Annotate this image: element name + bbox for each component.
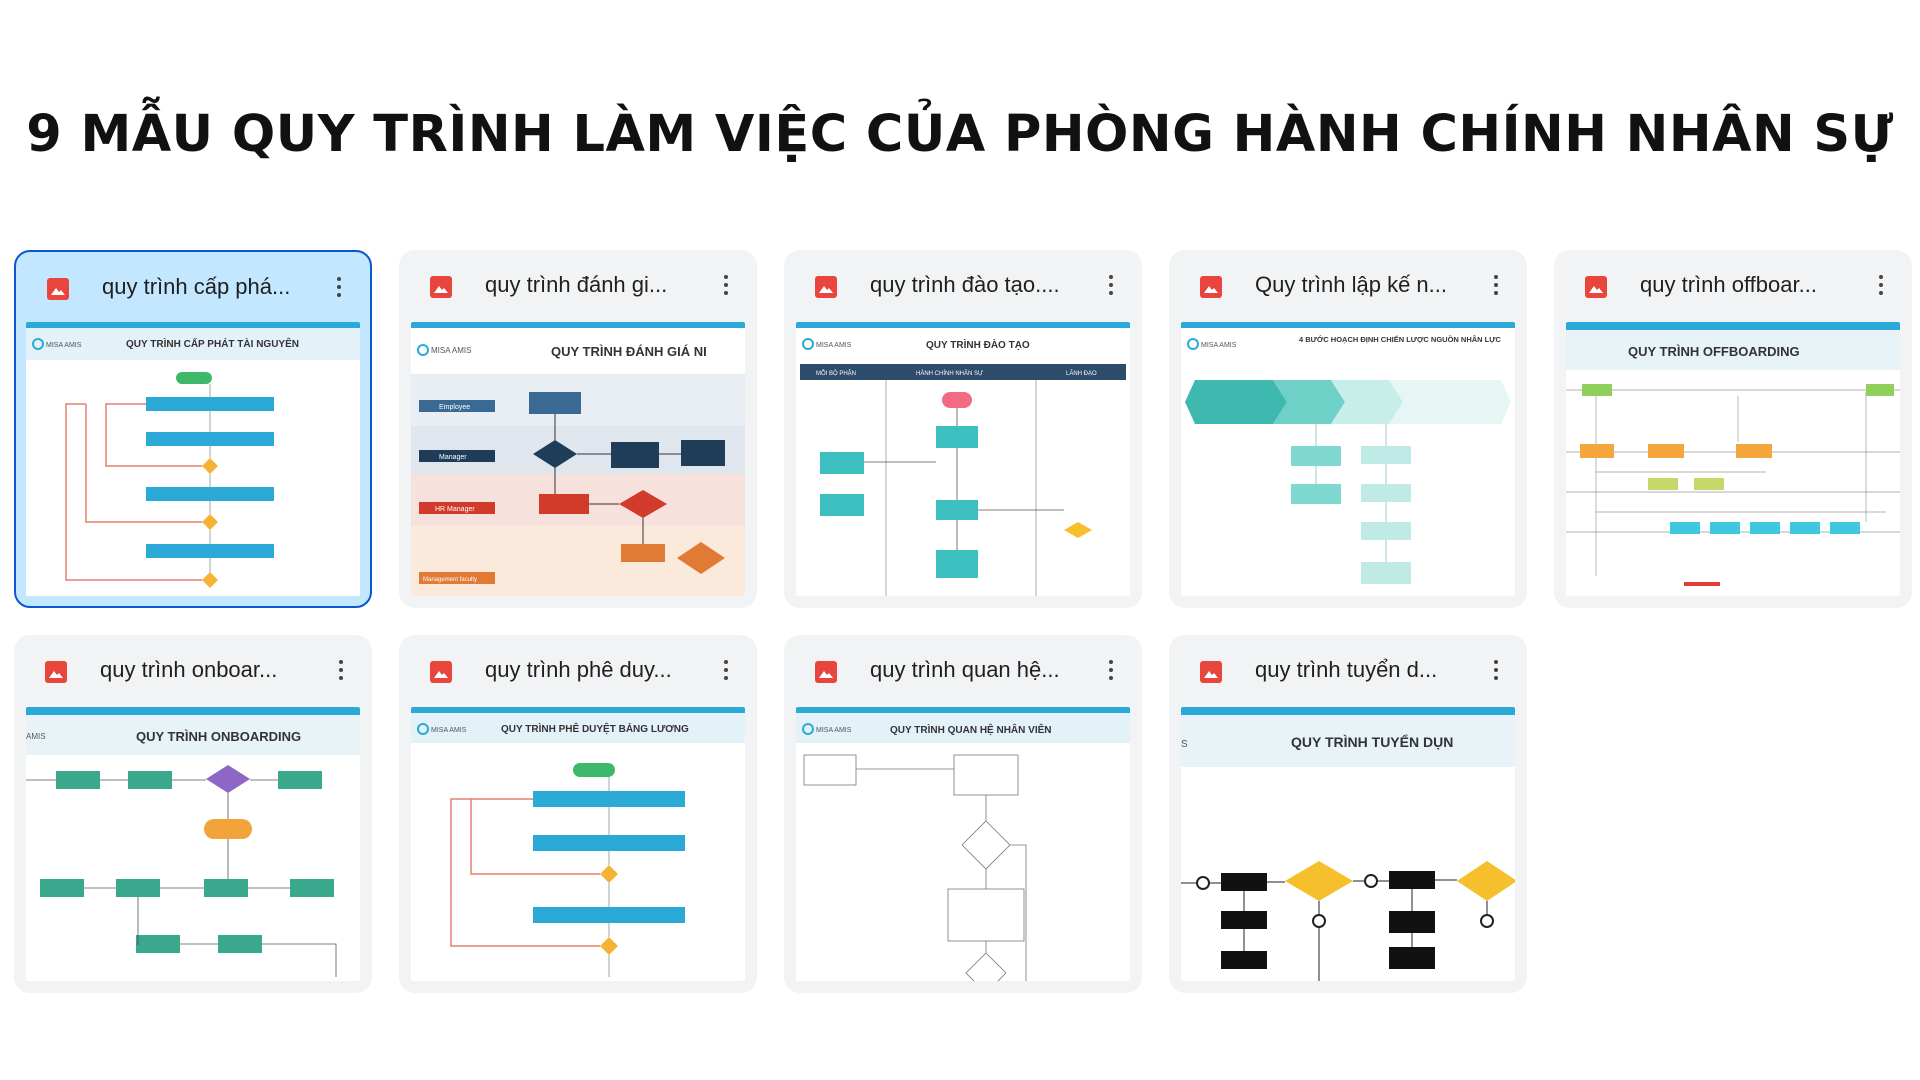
file-thumbnail[interactable]: AMIS QUY TRÌNH ONBOARDING [26,707,360,981]
image-icon [1585,276,1607,298]
file-card-phe-duyet[interactable]: quy trình phê duy... MISA AMIS QUY TRÌNH… [399,635,757,993]
more-options-icon[interactable] [1491,657,1501,685]
more-options-icon[interactable] [1106,657,1116,685]
image-icon [45,661,67,683]
file-name[interactable]: quy trình tuyển d... [1255,657,1438,682]
page-title: 9 MẪU QUY TRÌNH LÀM VIỆC CỦA PHÒNG HÀNH … [26,105,1894,164]
column-header: LÃNH ĐẠO [1066,370,1097,377]
more-options-icon[interactable] [336,657,346,685]
column-header: HÀNH CHÍNH NHÂN SỰ [916,370,983,377]
image-icon [1200,276,1222,298]
more-options-icon[interactable] [1876,272,1886,300]
thumb-heading: QUY TRÌNH ĐÁNH GIÁ NI [551,344,707,359]
file-card-header: quy trình offboar... [1554,250,1912,322]
file-card-header: quy trình quan hệ... [784,635,1142,707]
file-grid: quy trình cấp phá... MISA AMIS QUY TRÌNH… [14,250,1914,1000]
thumb-heading: QUY TRÌNH OFFBOARDING [1628,344,1800,359]
file-name[interactable]: quy trình phê duy... [485,657,672,682]
file-card-header: quy trình tuyển d... [1169,635,1527,707]
lane-label: HR Manager [435,506,475,513]
file-card-quan-he[interactable]: quy trình quan hệ... MISA AMIS QUY TRÌNH… [784,635,1142,993]
file-name[interactable]: quy trình quan hệ... [870,657,1060,682]
image-icon [1200,661,1222,683]
thumb-brand: S [1181,739,1188,750]
more-options-icon[interactable] [721,657,731,685]
column-header: MỖI BỘ PHẬN [816,370,856,377]
thumb-brand: MISA AMIS [816,727,852,734]
lane-label: Management faculty [423,577,477,583]
file-name[interactable]: Quy trình lập kế n... [1255,272,1447,297]
file-card-header: quy trình cấp phá... [16,252,370,324]
image-icon [47,278,69,300]
file-card-danh-gia[interactable]: quy trình đánh gi... MISA AMIS QUY TRÌNH… [399,250,757,608]
file-thumbnail[interactable]: QUY TRÌNH OFFBOARDING [1566,322,1900,596]
more-options-icon[interactable] [1491,272,1501,300]
file-thumbnail[interactable]: MISA AMIS QUY TRÌNH QUAN HỆ NHÂN VIÊN [796,707,1130,981]
file-thumbnail[interactable]: MISA AMIS QUY TRÌNH CẤP PHÁT TÀI NGUYÊN [26,322,360,596]
file-card-header: quy trình onboar... [14,635,372,707]
file-card-lap-ke-hoach[interactable]: Quy trình lập kế n... MISA AMIS 4 BƯỚC H… [1169,250,1527,608]
file-name[interactable]: quy trình offboar... [1640,272,1817,297]
thumb-brand: MISA AMIS [816,342,852,349]
thumb-heading: QUY TRÌNH PHÊ DUYỆT BẢNG LƯƠNG [501,722,689,735]
thumb-heading: QUY TRÌNH ONBOARDING [136,729,301,744]
file-thumbnail[interactable]: MISA AMIS 4 BƯỚC HOẠCH ĐỊNH CHIẾN LƯỢC N… [1181,322,1515,596]
more-options-icon[interactable] [721,272,731,300]
thumb-brand: MISA AMIS [431,346,471,355]
file-card-tuyen-dung[interactable]: quy trình tuyển d... S QUY TRÌNH TUYỂN D… [1169,635,1527,993]
image-icon [815,661,837,683]
file-name[interactable]: quy trình đánh gi... [485,272,668,297]
thumb-brand: MISA AMIS [431,727,467,734]
lane-label: Manager [439,454,467,461]
image-icon [430,276,452,298]
file-card-cap-phat[interactable]: quy trình cấp phá... MISA AMIS QUY TRÌNH… [14,250,372,608]
file-thumbnail[interactable]: MISA AMIS QUY TRÌNH PHÊ DUYỆT BẢNG LƯƠNG [411,707,745,981]
image-icon [430,661,452,683]
file-card-header: Quy trình lập kế n... [1169,250,1527,322]
file-card-header: quy trình đánh gi... [399,250,757,322]
file-card-header: quy trình phê duy... [399,635,757,707]
file-name[interactable]: quy trình cấp phá... [102,274,291,299]
thumb-heading: 4 BƯỚC HOẠCH ĐỊNH CHIẾN LƯỢC NGUỒN NHÂN … [1299,334,1501,344]
image-icon [815,276,837,298]
lane-label: Employee [439,404,470,411]
file-thumbnail[interactable]: MISA AMIS QUY TRÌNH ĐÁNH GIÁ NI Employee… [411,322,745,596]
file-name[interactable]: quy trình onboar... [100,657,278,682]
file-card-dao-tao[interactable]: quy trình đào tạo.... MISA AMIS QUY TRÌN… [784,250,1142,608]
thumb-brand: MISA AMIS [46,342,82,349]
thumb-heading: QUY TRÌNH CẤP PHÁT TÀI NGUYÊN [126,337,299,350]
thumb-brand: AMIS [26,732,46,741]
thumb-heading: QUY TRÌNH ĐÀO TẠO [926,338,1030,351]
file-thumbnail[interactable]: MISA AMIS QUY TRÌNH ĐÀO TẠO MỖI BỘ PHẬN … [796,322,1130,596]
file-thumbnail[interactable]: S QUY TRÌNH TUYỂN DỤN [1181,707,1515,981]
file-name[interactable]: quy trình đào tạo.... [870,272,1060,297]
thumb-heading: QUY TRÌNH TUYỂN DỤN [1291,733,1453,750]
file-card-onboarding[interactable]: quy trình onboar... AMIS QUY TRÌNH ONBOA… [14,635,372,993]
file-card-header: quy trình đào tạo.... [784,250,1142,322]
more-options-icon[interactable] [1106,272,1116,300]
more-options-icon[interactable] [334,274,344,302]
file-card-offboarding[interactable]: quy trình offboar... QUY TRÌNH OFFBOARDI… [1554,250,1912,608]
thumb-heading: QUY TRÌNH QUAN HỆ NHÂN VIÊN [890,723,1052,736]
thumb-brand: MISA AMIS [1201,342,1237,349]
